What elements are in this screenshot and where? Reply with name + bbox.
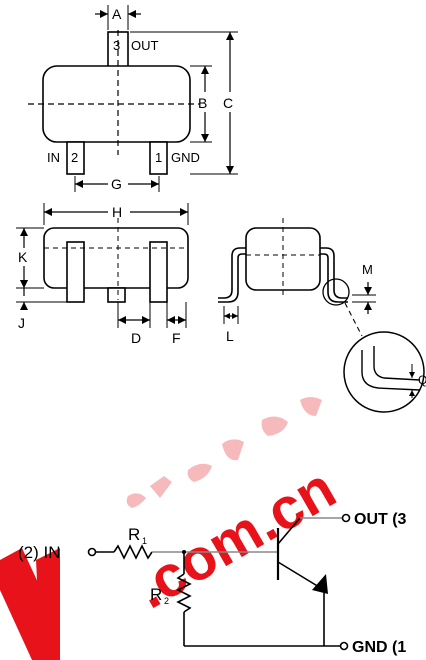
side-view-arrows (224, 287, 372, 319)
dim-d-label: D (131, 330, 141, 346)
schematic (87, 513, 351, 651)
resistor-r1 (113, 544, 153, 560)
pin1-name: GND (171, 150, 200, 165)
pin2-number: 2 (71, 150, 78, 165)
front-lead-center (107, 287, 126, 303)
pin2-name: IN (47, 150, 60, 165)
gnd-terminal (339, 641, 349, 651)
dim-c-label: C (223, 95, 233, 111)
watermark: .com.cn (0, 397, 346, 660)
detail-arrows (409, 372, 415, 396)
dim-f-label: F (172, 330, 181, 346)
dim-g-label: G (111, 176, 122, 192)
top-view (28, 5, 238, 192)
pin-2 (66, 141, 85, 175)
r2-label: R (150, 585, 162, 604)
out-label: OUT (3 (354, 511, 407, 528)
dim-j-label: J (18, 315, 25, 331)
detail-circle-small (322, 278, 350, 306)
r1-subscript: 1 (142, 536, 147, 546)
pin3-name: OUT (131, 38, 159, 53)
dim-b-label: B (198, 95, 207, 111)
dim-m-label: M (362, 262, 373, 277)
package-body (42, 65, 191, 143)
side-view (218, 218, 376, 337)
front-view-arrows (20, 208, 188, 324)
dim-k-label: K (18, 249, 28, 265)
out-terminal (341, 513, 351, 523)
transistor-collector (277, 517, 301, 545)
detail-enlarged (343, 331, 425, 413)
gnd-label: GND (1 (352, 639, 406, 656)
dim-q-label: Q (418, 373, 426, 387)
in-terminal (87, 547, 97, 557)
r1-label: R (128, 525, 140, 544)
r2-subscript: 2 (164, 596, 169, 606)
emitter-arrow (312, 574, 328, 594)
dim-a-label: A (112, 6, 122, 22)
dim-l-label: L (226, 328, 234, 344)
front-view (16, 203, 189, 328)
in-label: (2) IN (18, 543, 61, 562)
top-view-arrows (75, 10, 234, 188)
pin-1 (149, 141, 168, 175)
resistor-r2 (176, 573, 192, 613)
front-lead-right (149, 241, 168, 303)
front-lead-left (66, 241, 85, 303)
pin3-number: 3 (113, 38, 120, 53)
pin1-number: 1 (155, 150, 162, 165)
dim-h-label: H (112, 204, 122, 220)
junction-dot (182, 550, 186, 554)
